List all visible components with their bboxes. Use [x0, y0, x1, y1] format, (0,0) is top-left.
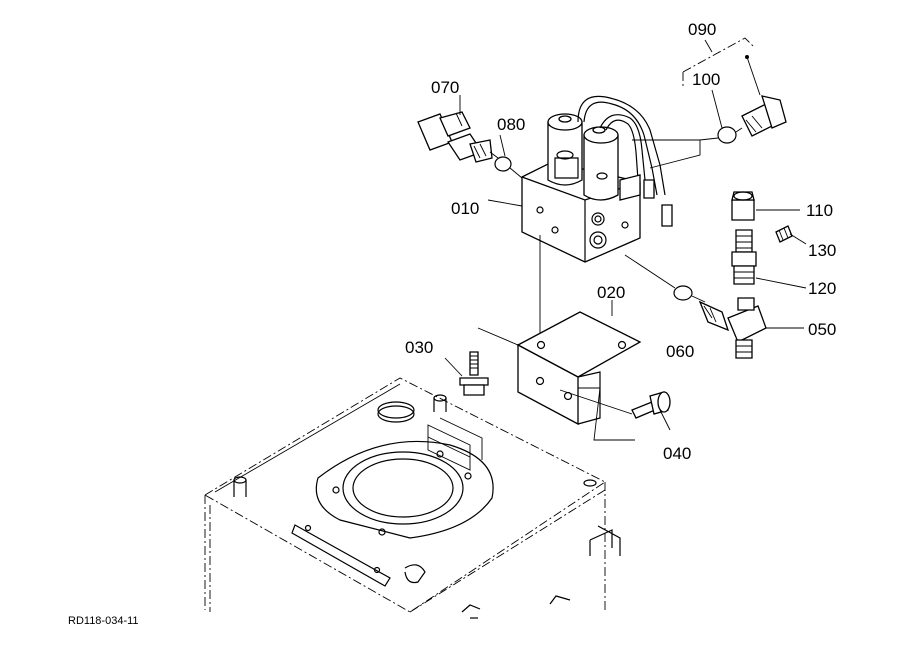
label-120: 120	[808, 279, 836, 298]
cap-110	[731, 191, 755, 221]
label-010: 010	[451, 199, 479, 218]
label-060: 060	[666, 342, 694, 361]
bracket	[477, 311, 642, 441]
reference-code: RD118-034-11	[68, 615, 139, 627]
label-130: 130	[808, 241, 836, 260]
oring-100	[717, 126, 737, 144]
label-040: 040	[663, 444, 691, 463]
tank-base	[204, 377, 621, 619]
label-110: 110	[806, 201, 833, 220]
label-070: 070	[431, 78, 459, 97]
label-050: 050	[808, 320, 836, 339]
part-labels: 090 070 100 080 010 110 130 120 020 050 …	[68, 20, 836, 627]
label-090: 090	[688, 20, 716, 39]
fitting-090	[682, 37, 787, 137]
oring-060	[673, 285, 693, 301]
elbow-050	[698, 297, 767, 359]
valve-block	[521, 95, 673, 263]
label-030: 030	[405, 338, 433, 357]
oring-080	[494, 156, 512, 172]
leader-lines	[444, 39, 807, 431]
label-020: 020	[597, 283, 625, 302]
bolt-040	[559, 389, 671, 419]
plug-130	[775, 225, 793, 243]
elbow-070	[417, 111, 493, 163]
bolt-030	[459, 351, 489, 396]
label-080: 080	[497, 115, 525, 134]
nipple-120	[731, 229, 757, 285]
label-100: 100	[692, 70, 720, 89]
